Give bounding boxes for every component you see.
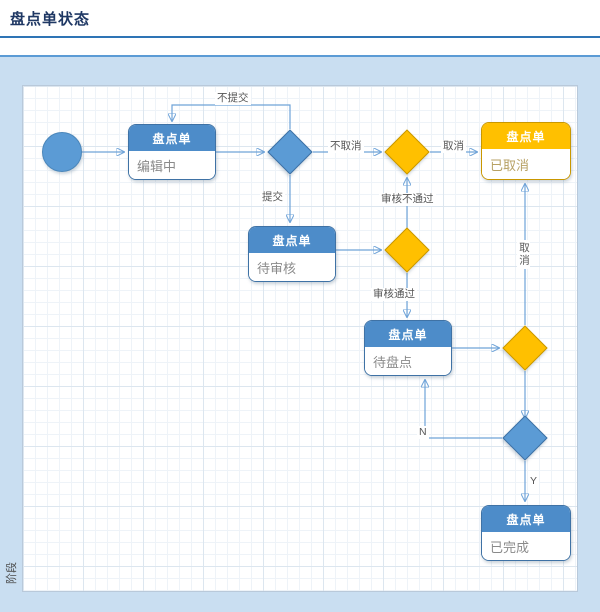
state-box-pending-count: 盘点单 待盘点 bbox=[364, 320, 452, 376]
edge-label-review-pass: 审核通过 bbox=[371, 288, 417, 301]
edge-label-cancel-vertical: 取消 bbox=[517, 240, 530, 269]
edge-label-submit: 提交 bbox=[260, 191, 285, 204]
edge-label-review-reject: 审核不通过 bbox=[379, 193, 436, 206]
edge-label-n: N bbox=[417, 426, 429, 439]
stage-label: 阶段 bbox=[6, 562, 18, 584]
state-box-pending-review: 盘点单 待审核 bbox=[248, 226, 336, 282]
page-title: 盘点单状态 bbox=[10, 10, 91, 28]
state-box-pending-count-status: 待盘点 bbox=[365, 347, 451, 375]
state-box-cancelled: 盘点单 已取消 bbox=[481, 122, 571, 180]
state-box-pending-review-status: 待审核 bbox=[249, 253, 335, 281]
state-box-cancelled-status: 已取消 bbox=[482, 149, 570, 179]
page-header: 盘点单状态 bbox=[0, 0, 600, 38]
state-box-cancelled-title: 盘点单 bbox=[482, 123, 570, 149]
state-box-completed-status: 已完成 bbox=[482, 532, 570, 560]
edge-label-no-submit: 不提交 bbox=[215, 92, 251, 105]
edge-label-cancel: 取消 bbox=[441, 140, 466, 153]
state-box-completed-title: 盘点单 bbox=[482, 506, 570, 532]
state-box-editing-title: 盘点单 bbox=[129, 125, 215, 151]
state-box-completed: 盘点单 已完成 bbox=[481, 505, 571, 561]
state-box-pending-review-title: 盘点单 bbox=[249, 227, 335, 253]
edge-label-y: Y bbox=[528, 475, 540, 488]
start-node bbox=[42, 132, 82, 172]
state-box-editing-status: 编辑中 bbox=[129, 151, 215, 179]
edge-label-no-cancel: 不取消 bbox=[328, 140, 364, 153]
state-box-editing: 盘点单 编辑中 bbox=[128, 124, 216, 180]
state-box-pending-count-title: 盘点单 bbox=[365, 321, 451, 347]
